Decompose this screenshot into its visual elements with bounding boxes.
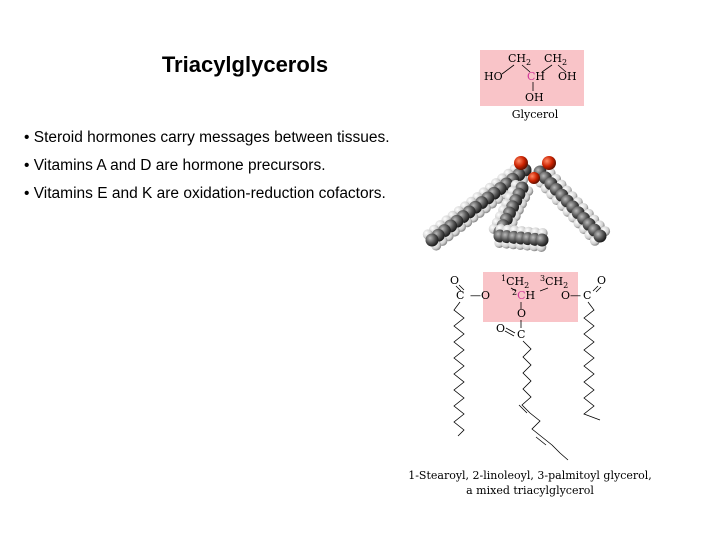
tag-o-right-carbonyl: O <box>597 274 606 287</box>
bullet-list: • Steroid hormones carry messages betwee… <box>24 124 390 208</box>
tag-o-left-carbonyl: O <box>450 274 459 287</box>
tag-ch2-1: 1CH2 <box>501 274 529 290</box>
glycerol-ch2-left: CH2 <box>508 52 531 67</box>
glycerol-highlight <box>480 50 584 106</box>
tag-ch-2: 2CH <box>512 288 535 302</box>
bullet-item: • Vitamins E and K are oxidation-reducti… <box>24 185 386 202</box>
tag-c-middle: C <box>517 328 525 341</box>
glycerol-oh-right: OH <box>558 70 577 83</box>
tag-o-right-ester: O— <box>561 289 581 302</box>
tag-ch2-3: 3CH2 <box>540 274 568 290</box>
tag-caption-line1: 1-Stearoyl, 2-linoleoyl, 3-palmitoyl gly… <box>408 469 652 482</box>
tag-o-middle-carbonyl: O <box>496 322 505 335</box>
carbon-atom <box>425 233 439 247</box>
glycerol-ch2-right: CH2 <box>544 52 567 67</box>
slide-title: Triacylglycerols <box>161 52 329 77</box>
carbon-atom <box>535 233 549 247</box>
tag-caption-line2: a mixed triacylglycerol <box>466 484 594 497</box>
tag-highlight <box>483 272 578 322</box>
oxygen-atom <box>542 156 556 170</box>
tag-c-left: C <box>456 289 464 302</box>
tag-o-middle-ester: O <box>517 307 526 320</box>
tag-c-right: C <box>583 289 591 302</box>
tag-caption: 1-Stearoyl, 2-linoleoyl, 3-palmitoyl gly… <box>405 468 655 498</box>
glycerol-caption: Glycerol <box>511 108 559 121</box>
oxygen-atom <box>514 156 528 170</box>
bullet-item: • Steroid hormones carry messages betwee… <box>24 129 390 146</box>
glycerol-oh-bottom: OH <box>525 91 544 104</box>
glycerol-central-carbon: CH <box>527 70 545 83</box>
carbon-atom <box>593 229 607 243</box>
oxygen-atom <box>528 172 540 184</box>
bullet-item: • Vitamins A and D are hormone precursor… <box>24 157 326 174</box>
tag-o-left-ester: —O <box>470 289 490 302</box>
glycerol-ho: HO <box>484 70 503 83</box>
